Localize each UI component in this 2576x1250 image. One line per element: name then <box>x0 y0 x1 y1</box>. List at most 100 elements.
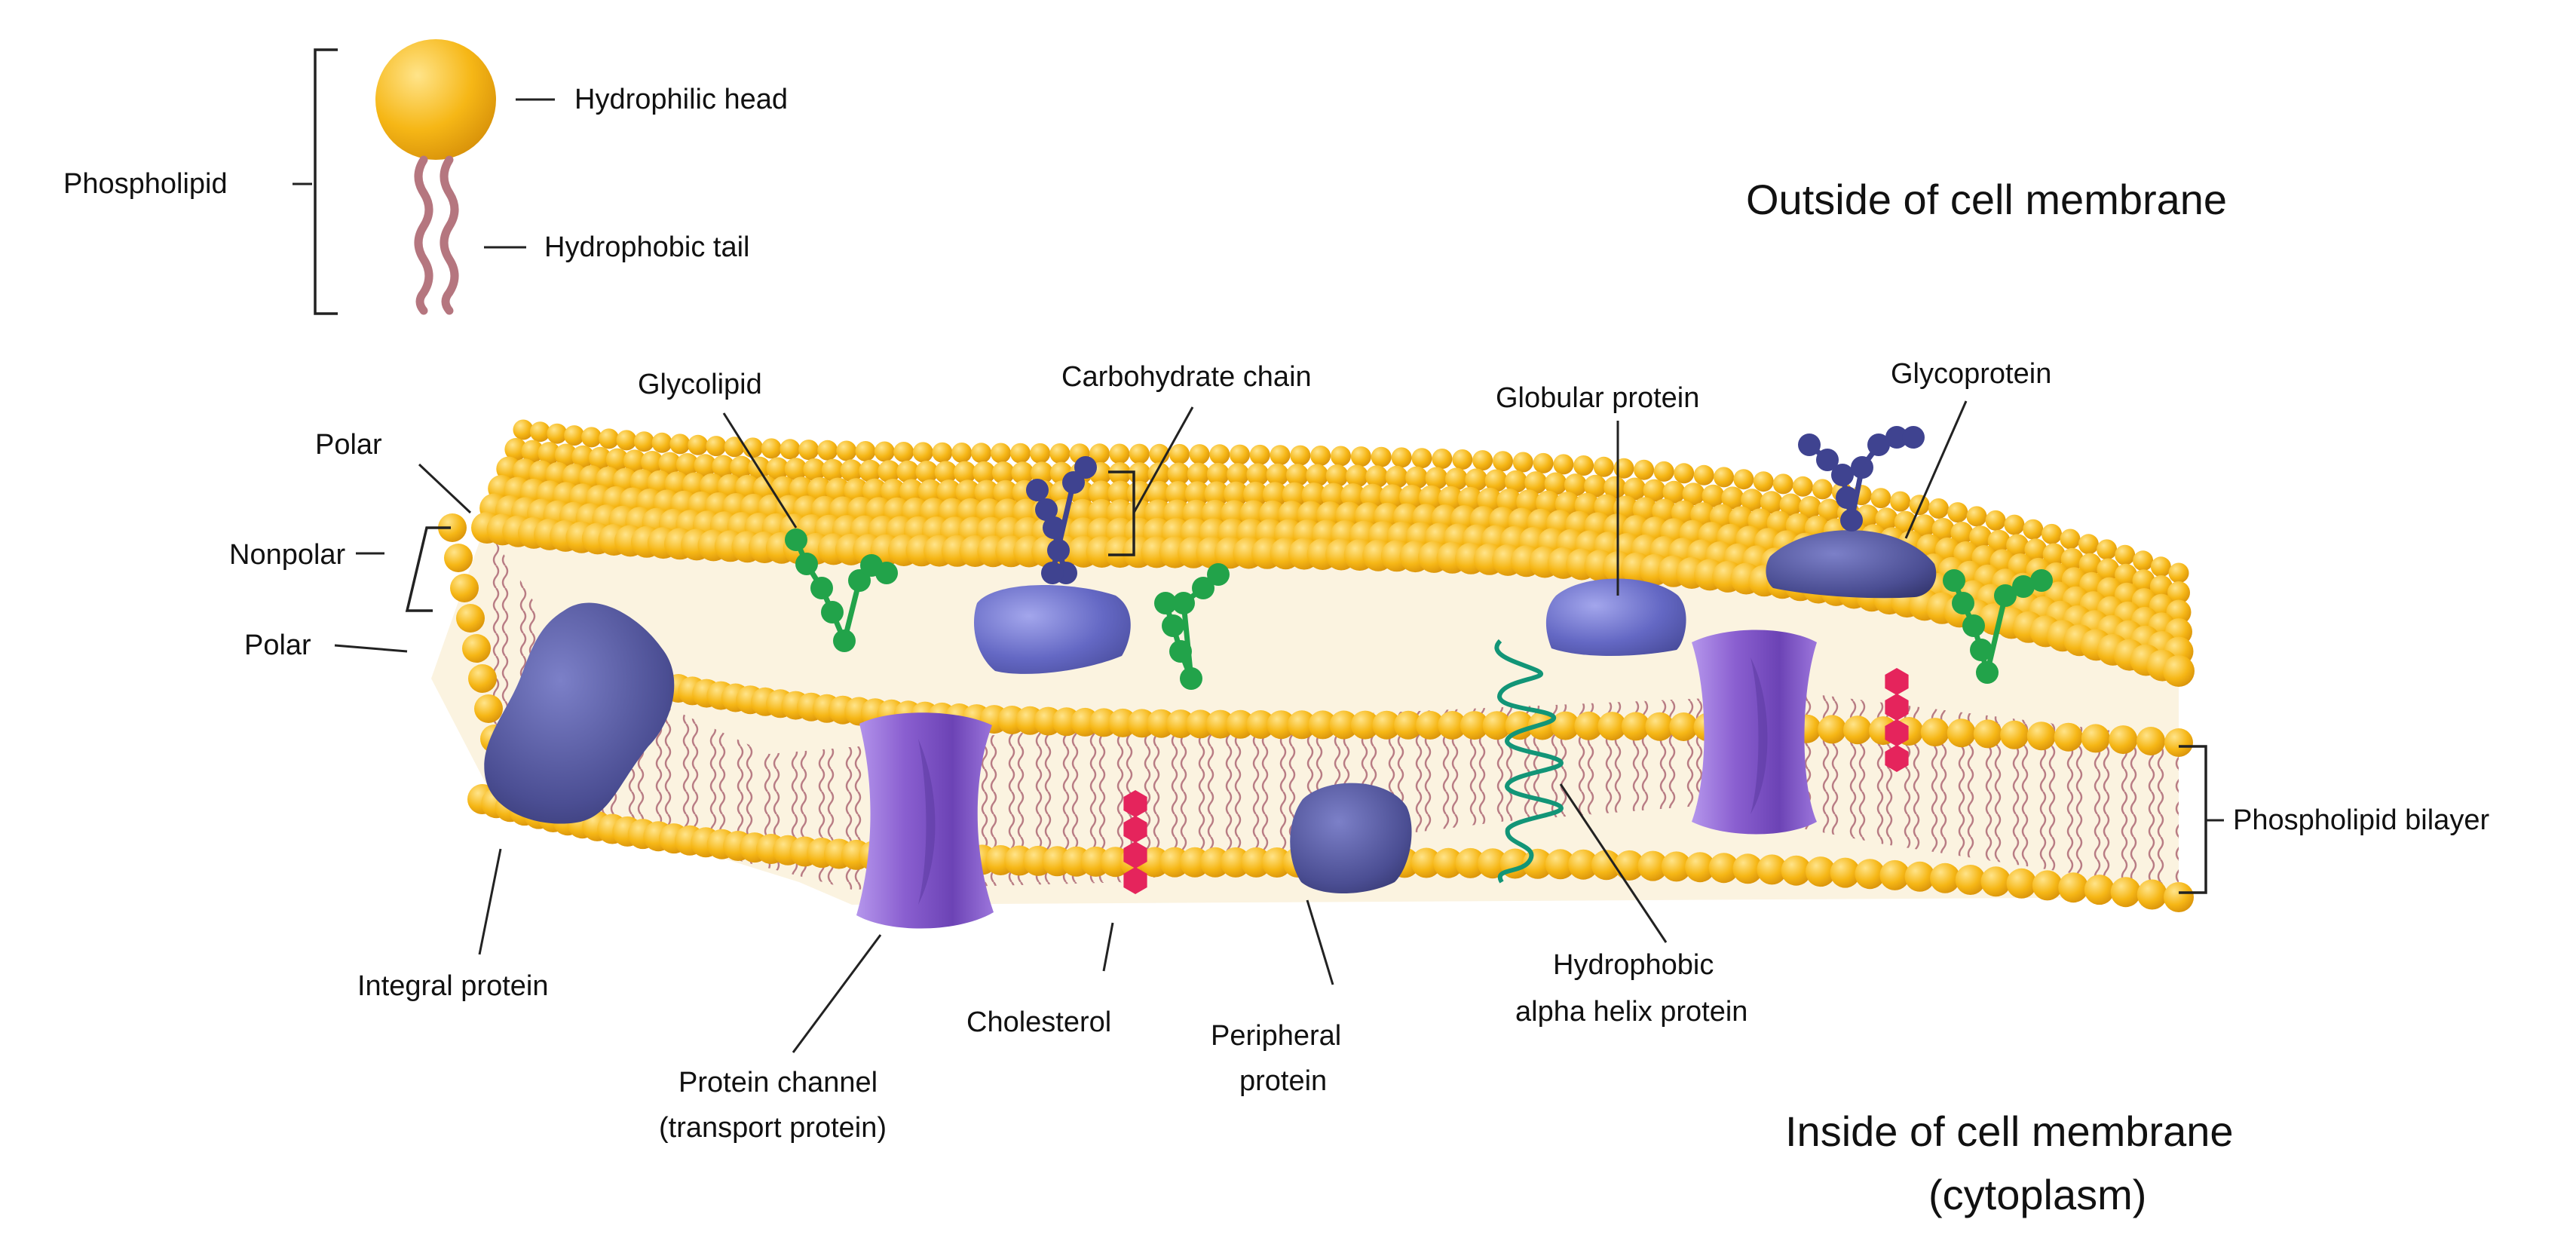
phospholipid-head <box>1482 711 1512 740</box>
phospholipid-head <box>504 438 528 461</box>
phospholipid-head <box>1870 488 1891 509</box>
phospholipid-head <box>2081 724 2110 753</box>
phospholipid-head <box>1107 480 1133 506</box>
phospholipid-head <box>855 441 876 461</box>
phospholipid-head <box>2136 879 2167 910</box>
carbohydrate-chain <box>1798 426 1925 532</box>
cholesterol-molecule <box>1123 790 1147 894</box>
phospholipid-head <box>1553 454 1574 475</box>
phospholipid-head <box>1425 467 1448 490</box>
phospholipid-head <box>817 440 838 461</box>
phospholipid-head <box>658 452 682 475</box>
phospholipid-head <box>1031 461 1054 485</box>
phospholipid-head <box>798 440 819 461</box>
phospholipid-head <box>874 441 895 462</box>
phospholipid-head <box>1433 847 1464 878</box>
phospholipid-head <box>1206 462 1230 486</box>
phospholipid-head <box>669 434 691 455</box>
phospholipid-head <box>1270 445 1291 466</box>
phospholipid-head <box>1621 712 1650 741</box>
phospholipid-head <box>1564 473 1587 497</box>
phospholipid-head <box>1573 455 1594 476</box>
glycolipid-label: Glycolipid <box>638 369 762 400</box>
phospholipid-head <box>1301 483 1327 507</box>
phospholipid-head <box>899 479 924 504</box>
phospholipid-head <box>1411 847 1441 878</box>
phospholipid-head <box>712 455 735 478</box>
phospholipid-head <box>2097 539 2118 560</box>
carbohydrate-chain <box>1026 456 1097 584</box>
glycolipid-chain <box>1943 569 2053 684</box>
phospholipid-head <box>2078 534 2099 555</box>
alpha-helix-callout: Hydrophobic alpha helix protein <box>1515 783 1747 1028</box>
phospholipid-head <box>1282 482 1307 507</box>
phospholipid-head <box>1030 443 1051 464</box>
alpha-helix-label: Hydrophobic <box>1553 949 1714 981</box>
phospholipid-head <box>1637 850 1668 881</box>
phospholipid-head <box>1545 849 1576 880</box>
phospholipid-head <box>1584 474 1607 498</box>
phospholipid-head <box>1184 481 1210 507</box>
phospholipid-head <box>840 459 863 483</box>
phospholipid-head <box>735 474 761 500</box>
phospholipid-head <box>893 442 914 462</box>
phospholipid-head <box>993 479 1018 505</box>
phospholipid-bilayer-callout: Phospholipid bilayer <box>2179 745 2489 894</box>
phospholipid-head <box>1879 859 1910 890</box>
phospholipid-head <box>1011 461 1034 485</box>
phospholipid-head <box>1674 463 1695 484</box>
phospholipid-head <box>1512 452 1533 473</box>
phospholipid-head <box>1524 471 1548 495</box>
phospholipid-head <box>1109 443 1130 464</box>
phospholipid-head <box>599 428 620 449</box>
phospholipid-head <box>2078 553 2102 576</box>
phospholipid-head <box>474 694 503 723</box>
phospholipid-head <box>633 431 654 452</box>
phospholipid-head <box>1146 480 1172 506</box>
phospholipid-head <box>825 477 850 503</box>
phospholipid-head <box>2024 538 2048 562</box>
phospholipid-head <box>1721 486 1744 510</box>
phospholipid-head-icon <box>375 39 496 160</box>
phospholipid-head <box>2115 563 2137 587</box>
phospholipid-head <box>1346 464 1369 488</box>
phospholipid-head <box>1287 710 1316 740</box>
phospholipid-head <box>444 544 473 572</box>
phospholipid-head <box>821 458 844 482</box>
phospholipid-head <box>1089 443 1110 464</box>
phospholipid-head <box>450 574 479 602</box>
phospholipid-head <box>2042 523 2062 544</box>
phospholipid-head <box>2136 727 2165 755</box>
globular-protein-label: Globular protein <box>1496 382 1699 414</box>
phospholipid-head <box>1465 468 1488 492</box>
protein-channel-sublabel: (transport protein) <box>659 1112 887 1144</box>
phospholipid-head <box>2133 550 2154 571</box>
phospholipid-legend: Phospholipid Hydrophilic head Hydrophobi… <box>63 39 788 315</box>
phospholipid-head <box>1947 502 1968 523</box>
phospholipid-head <box>1405 466 1429 489</box>
phospholipid-head <box>1286 464 1309 487</box>
phospholipid-head <box>1452 449 1473 470</box>
phospholipid-head <box>1325 464 1349 487</box>
phospholipid-head <box>2054 722 2083 752</box>
phospholipid-head <box>2032 870 2063 901</box>
phospholipid-head <box>2000 720 2029 749</box>
peripheral-protein-callout: Peripheral protein <box>1211 899 1341 1097</box>
phospholipid-head <box>1947 718 1976 748</box>
phospholipid-head <box>1702 484 1725 507</box>
phospholipid-head <box>936 479 962 504</box>
phospholipid-head <box>2026 722 2056 751</box>
phospholipid-head <box>973 461 996 484</box>
glycoprotein-label: Glycoprotein <box>1891 358 2051 390</box>
phospholipid-head <box>1931 518 1955 541</box>
nonpolar-callout: Nonpolar <box>229 526 451 612</box>
phospholipid-head <box>1226 709 1255 739</box>
phospholipid-head <box>675 453 699 476</box>
phospholipid-head <box>1603 476 1627 499</box>
carbohydrate-chain-label: Carbohydrate chain <box>1061 361 1312 393</box>
phospholipid-head <box>1049 443 1071 464</box>
phospholipid-head <box>1855 859 1885 890</box>
phospholipid-head <box>1643 479 1666 502</box>
phospholipid-head <box>2132 569 2155 593</box>
peripheral-protein <box>1290 783 1412 893</box>
